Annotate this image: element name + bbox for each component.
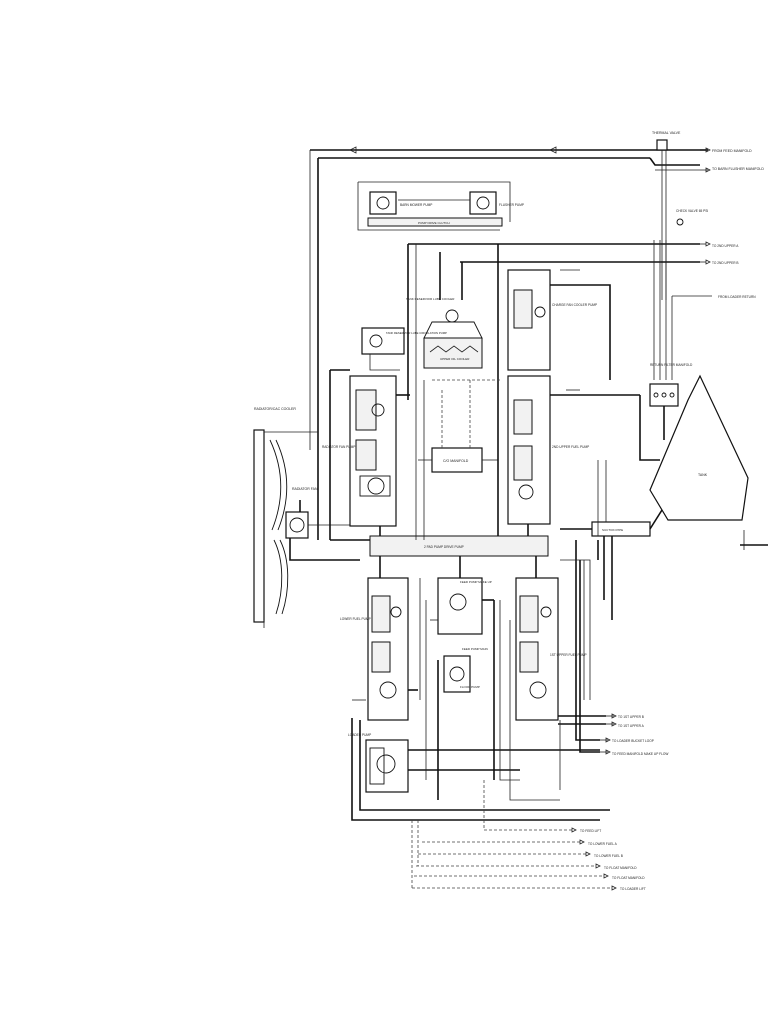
right-pump-stack: CHARGE FAN COOLER PUMP 2ND UPPER FUEL PU… — [497, 244, 640, 540]
tank-label: TANK — [698, 473, 708, 477]
barn-mower-pump-label: BARN MOWER PUMP — [400, 203, 432, 207]
to-2nd-upper-a-label: TO 2ND UPPER A — [712, 244, 739, 248]
to-barn-flusher-label: TO BARN FLUSHER MANIFOLD — [712, 167, 764, 171]
feed-pump-makeup-label: FEED PUMP MAKE UP — [460, 580, 492, 584]
1st-upper-fuel-pump-label: 1ST UPPER FUEL PUMP — [550, 653, 587, 657]
co-manifold-label: C/O MANIFOLD — [443, 459, 469, 463]
radiator-cooler: RADIATOR/CAC COOLER RADIATOR FAN — [253, 407, 360, 628]
from-loader-return-label: FROM LOADER RETURN — [718, 295, 756, 299]
lower-fuel-pump-label: LOWER FUEL PUMP — [340, 617, 371, 621]
lube-circulation-pump: TANK RESERVOIR LUBE COOLER TANK RESERVOI… — [361, 297, 455, 371]
to-feed-manifold-makeup-label: TO FEED MANIFOLD MAKE UP FLOW — [612, 752, 668, 756]
1st-upper-fuel-pump: 1ST UPPER FUEL PUMP — [515, 540, 606, 753]
lube-cooler-label: TANK RESERVOIR LUBE COOLER — [406, 297, 455, 301]
upper-oil-cooler: UPPER OIL COOLER — [423, 252, 483, 369]
feed-pump-group: FEED PUMP MAKE UP FEED PUMP MAIN FLOOR P… — [430, 577, 495, 800]
pump-drive-label: 2 PAD PUMP DRIVE PUMP — [424, 545, 464, 549]
charge-fan-cooler-pump-label: CHARGE FAN COOLER PUMP — [552, 303, 597, 307]
top-header-lines — [309, 146, 700, 540]
pump-drive: 2 PAD PUMP DRIVE PUMP — [330, 535, 549, 578]
radiator-fan-label: RADIATOR FAN — [292, 487, 318, 491]
check-valve-group: CHECK VALVE 65 PSI TO 2ND UPPER A TO 2ND… — [407, 209, 756, 400]
suction-pipe: SUCTION PIPE — [560, 460, 663, 620]
to-1st-upper-a-label: TO 1ST UPPER A — [618, 724, 645, 728]
flusher-pump-label: FLUSHER PUMP — [499, 203, 524, 207]
suction-pipe-label: SUCTION PIPE — [602, 528, 623, 532]
radiator-cooler-label: RADIATOR/CAC COOLER — [254, 407, 296, 411]
outlet-arrows: TO 1ST UPPER B TO 1ST UPPER A TO LOADER … — [411, 713, 668, 891]
2nd-upper-fuel-pump-label: 2ND UPPER FUEL PUMP — [552, 445, 589, 449]
to-2nd-upper-b-label: TO 2ND UPPER B — [712, 261, 739, 265]
to-float-manifold-label: TO FLOAT MANIFOLD — [604, 866, 637, 870]
loader-pump-label: LOADER PUMP — [348, 733, 371, 737]
to-lower-fuel-b-label: TO LOWER FUEL B — [594, 854, 623, 858]
to-float-manifold-2-label: TO FLOAT MANIFOLD — [612, 876, 645, 880]
radiator-fan-pump: RADIATOR FAN PUMP — [322, 369, 410, 540]
to-feed-lift-label: TO FEED LIFT — [580, 829, 601, 833]
loader-pump: LOADER PUMP — [348, 733, 600, 793]
misc-plumbing — [352, 244, 599, 801]
to-loader-lift-label: TO LOADER LIFT — [620, 887, 646, 891]
thermal-valve-label: THERMAL VALVE — [652, 131, 681, 135]
to-1st-upper-b-label: TO 1ST UPPER B — [618, 715, 644, 719]
check-valve-label: CHECK VALVE 65 PSI — [676, 209, 708, 213]
co-manifold: C/O MANIFOLD — [418, 380, 498, 473]
floor-pump-label: FLOOR PUMP — [460, 685, 480, 689]
radiator-fan-pump-label: RADIATOR FAN PUMP — [322, 445, 355, 449]
lower-fuel-pump: LOWER FUEL PUMP — [340, 577, 610, 821]
pump-drive-clutch-label: PUMP DRIVE CLUTCH — [418, 221, 450, 225]
upper-oil-cooler-label: UPPER OIL COOLER — [440, 357, 470, 361]
lube-pump-label: TANK RESERVOIR LUBE CIRCULATION PUMP — [386, 331, 447, 335]
from-feed-manifold-label: FROM FEED MANIFOLD — [712, 149, 752, 153]
feed-pump-main-label: FEED PUMP MAIN — [462, 647, 488, 651]
barn-pump-group: BARN MOWER PUMP FLUSHER PUMP PUMP DRIVE … — [357, 181, 524, 231]
return-filter-manifold-label: RETURN FILTER MANIFOLD — [650, 363, 693, 367]
thermal-valve: THERMAL VALVE FROM FEED MANIFOLD TO BARN… — [652, 131, 764, 300]
to-lower-fuel-a-label: TO LOWER FUEL A — [588, 842, 618, 846]
tank-group: RETURN FILTER MANIFOLD TANK — [639, 363, 768, 550]
to-loader-bucket-label: TO LOADER BUCKET LOOP — [612, 739, 654, 743]
